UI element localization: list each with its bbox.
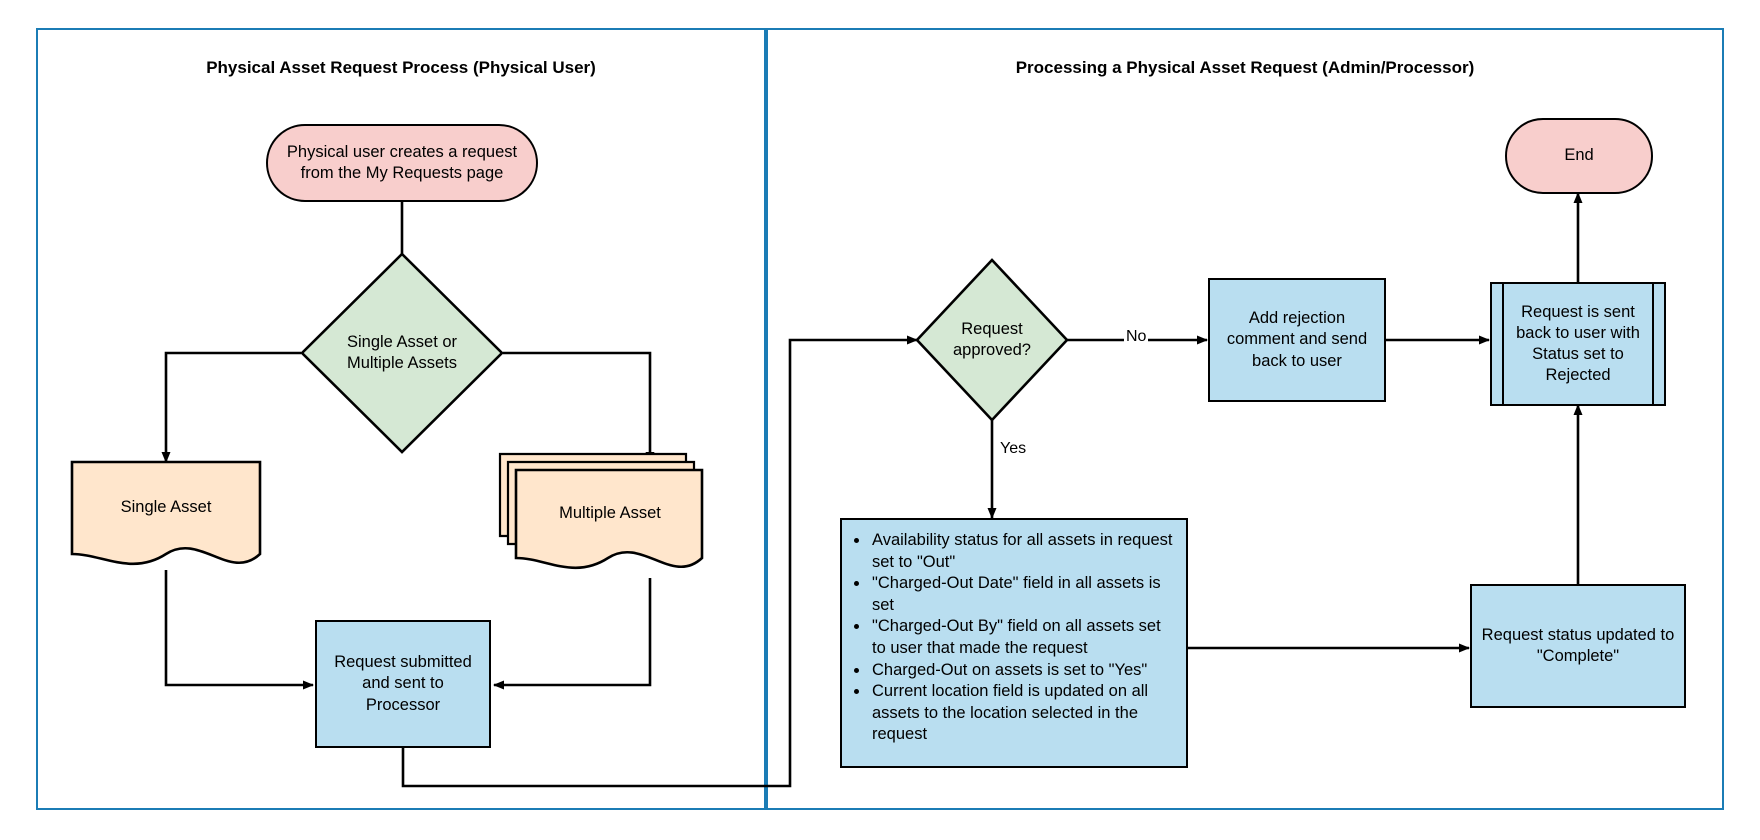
predef-left-bar (1502, 284, 1504, 404)
node-start-create-request[interactable]: Physical user creates a request from the… (266, 124, 538, 202)
list-item: Current location field is updated on all… (870, 681, 1174, 746)
document-shape-single (70, 460, 262, 566)
node-decision-single-or-multiple-label: Single Asset or Multiple Assets (346, 332, 458, 372)
node-request-status-complete[interactable]: Request status updated to "Complete" (1470, 584, 1686, 708)
node-multiple-asset[interactable]: Multiple Asset (498, 452, 704, 580)
node-end[interactable]: End (1505, 118, 1653, 194)
node-request-sent-back[interactable]: Request is sent back to user with Status… (1490, 282, 1666, 406)
list-item: Availability status for all assets in re… (870, 530, 1174, 573)
decision-diamond-shape (300, 252, 504, 454)
list-item: "Charged-Out By" field on all assets set… (870, 616, 1174, 659)
edge-label-no: No (1124, 328, 1149, 346)
list-item: Charged-Out on assets is set to "Yes" (870, 660, 1174, 682)
list-item: "Charged-Out Date" field in all assets i… (870, 573, 1174, 616)
node-end-label: End (1564, 146, 1594, 165)
node-decision-single-or-multiple[interactable]: Single Asset or Multiple Assets (300, 252, 504, 454)
document-shape-multiple (498, 452, 704, 570)
node-single-asset[interactable]: Single Asset (70, 460, 262, 572)
node-approved-actions[interactable]: Availability status for all assets in re… (840, 518, 1188, 768)
predef-right-bar (1652, 284, 1654, 404)
node-request-submitted-label: Request submitted and sent to Processor (334, 653, 472, 714)
node-decision-request-approved-label: Request approved? (953, 319, 1031, 359)
node-start-label: Physical user creates a request from the… (286, 142, 518, 182)
node-decision-request-approved[interactable]: Request approved? (915, 258, 1069, 422)
approved-actions-list: Availability status for all assets in re… (848, 530, 1174, 746)
node-request-submitted[interactable]: Request submitted and sent to Processor (315, 620, 491, 748)
node-request-status-complete-label: Request status updated to "Complete" (1481, 625, 1675, 665)
panel-left-title: Physical Asset Request Process (Physical… (206, 58, 596, 77)
decision-diamond-shape-approved (915, 258, 1069, 422)
node-request-sent-back-label: Request is sent back to user with Status… (1516, 302, 1640, 385)
node-add-rejection-comment-label: Add rejection comment and send back to u… (1226, 309, 1368, 370)
node-multiple-asset-label: Multiple Asset (559, 504, 661, 522)
node-add-rejection-comment[interactable]: Add rejection comment and send back to u… (1208, 278, 1386, 402)
panel-right-title: Processing a Physical Asset Request (Adm… (1015, 58, 1475, 77)
node-single-asset-label: Single Asset (120, 498, 212, 516)
edge-label-yes: Yes (998, 440, 1029, 458)
